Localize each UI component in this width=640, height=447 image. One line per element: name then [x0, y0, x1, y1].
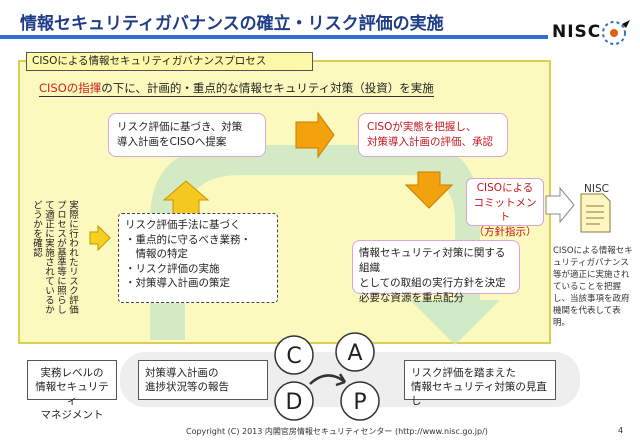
practical-line-2: 情報セキュリティ — [35, 381, 109, 407]
proposal-box: リスク評価に基づき、対策 導入計画をCISOへ提案 — [108, 113, 266, 157]
page-number: 4 — [618, 426, 624, 435]
risk-method-line-5: ・対策導入計画の策定 — [125, 277, 230, 289]
policy-line-3: 必要な資源を重点配分 — [359, 292, 464, 304]
progress-report-box: 対策導入計画の 進捗状況等の報告 — [138, 360, 268, 400]
process-tab: CISOによる情報セキュリティガバナンスプロセス — [26, 52, 313, 71]
policy-line-2: としての取組の実行方針を決定 — [359, 277, 506, 289]
pdca-c-circle — [274, 335, 314, 375]
pdca-d-circle — [274, 381, 314, 421]
copyright: Copyright (C) 2013 内閣官房情報セキュリティセンター (htt… — [186, 427, 488, 436]
practical-line-3: マネジメント — [40, 409, 104, 421]
policy-line-1: 情報セキュリティ対策に関する組織 — [359, 247, 506, 274]
pdca-a-circle — [335, 332, 375, 372]
proposal-line-1: リスク評価に基づき、対策 — [117, 121, 243, 133]
check-arrow-icon — [89, 224, 111, 252]
nisc-label: NISC — [584, 183, 609, 195]
logo-text: NISC — [552, 22, 602, 42]
risk-method-line-2: ・重点的に守るべき業務・ — [125, 233, 251, 246]
flow-band — [150, 145, 480, 340]
pdca-p: P — [353, 390, 366, 415]
nisc-logo: NISC — [552, 18, 636, 48]
down-arrow-icon — [404, 171, 454, 209]
progress-line-1: 対策導入計画の — [145, 367, 219, 379]
review-box: リスク評価を踏まえた 情報セキュリティ対策の見直し — [404, 360, 556, 407]
pdca-cycle-arrow-icon — [309, 373, 347, 387]
ciso-approval-line-1: CISOが実態を把握し、 — [367, 121, 477, 133]
commitment-line-3: （方針指示） — [473, 225, 537, 238]
right-arrow-icon — [295, 111, 335, 159]
slide-title: 情報セキュリティガバナンスの確立・リスク評価の実施 — [20, 14, 444, 34]
progress-line-2: 進捗状況等の報告 — [145, 381, 229, 393]
logo-mark-icon — [602, 20, 630, 45]
pdca-p-circle — [340, 381, 380, 421]
pdca-a: A — [347, 341, 362, 366]
nisc-arrow-icon — [545, 186, 575, 224]
commitment-line-1: CISOによる — [476, 182, 534, 194]
practical-management-box: 実務レベルの 情報セキュリティ マネジメント — [27, 360, 117, 421]
document-icon — [580, 193, 611, 233]
ciso-directive: CISOの指揮の下に、計画的・重点的な情報セキュリティ対策（投資）を実施 — [39, 80, 434, 97]
ciso-approval-line-2: 対策導入計画の評価、承認 — [367, 136, 493, 148]
ciso-directive-text: の下に、計画的・重点的な情報セキュリティ対策（投資）を実施 — [101, 81, 434, 95]
ciso-directive-highlight: CISOの指揮 — [39, 81, 102, 95]
pdca-d: D — [286, 390, 303, 415]
review-line-2: 情報セキュリティ対策の見直し — [411, 381, 547, 407]
practical-line-1: 実務レベルの — [40, 367, 104, 379]
ciso-approval-box: CISOが実態を把握し、 対策導入計画の評価、承認 — [358, 113, 508, 157]
pdca-c: C — [286, 344, 301, 369]
risk-method-line-3: 情報の特定 — [125, 248, 188, 260]
commitment-line-2: コミットメント — [473, 196, 537, 224]
policy-box: 情報セキュリティ対策に関する組織 としての取組の実行方針を決定 必要な資源を重点… — [352, 240, 520, 304]
commitment-box: CISOによる コミットメント （方針指示） — [466, 178, 544, 238]
review-line-1: リスク評価を踏まえた — [411, 367, 516, 379]
flow-down-arrow — [410, 300, 500, 345]
title-rule — [0, 35, 548, 39]
risk-method-line-1: リスク評価手法に基づく — [125, 219, 241, 231]
proposal-line-2: 導入計画をCISOへ提案 — [117, 136, 227, 148]
audit-check-text: 実際に行われたリスク評価プロセスが基準等に照らして適正に実施されているかどうかを… — [31, 200, 78, 314]
risk-method-line-4: ・リスク評価の実施 — [125, 262, 220, 275]
nisc-description: CISOによる情報セキュリティガバナンス等が適正に実施されていることを把握し、当… — [553, 246, 633, 328]
risk-method-box: リスク評価手法に基づく ・重点的に守るべき業務・ 情報の特定 ・リスク評価の実施… — [118, 213, 278, 303]
